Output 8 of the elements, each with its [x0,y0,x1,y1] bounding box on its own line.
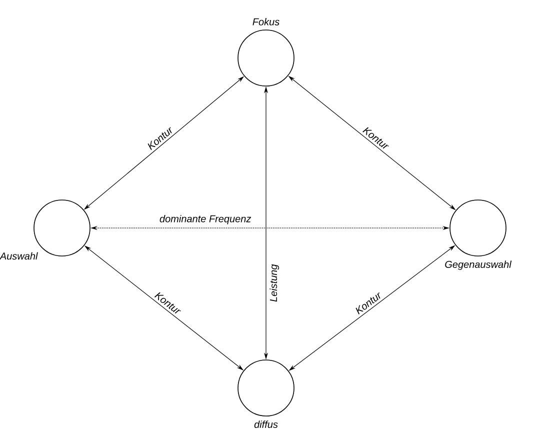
node-label: Gegenauswahl [445,260,512,270]
edge-label: Leistung [270,264,280,302]
node-label: diffus [254,420,278,428]
edge-label: dominante Frequenz [160,214,252,224]
circle-node: Fokus [238,18,294,86]
node-label: Fokus [252,18,280,26]
circle-node: Gegenauswahl [445,200,512,270]
circle-node: diffus [238,360,294,428]
